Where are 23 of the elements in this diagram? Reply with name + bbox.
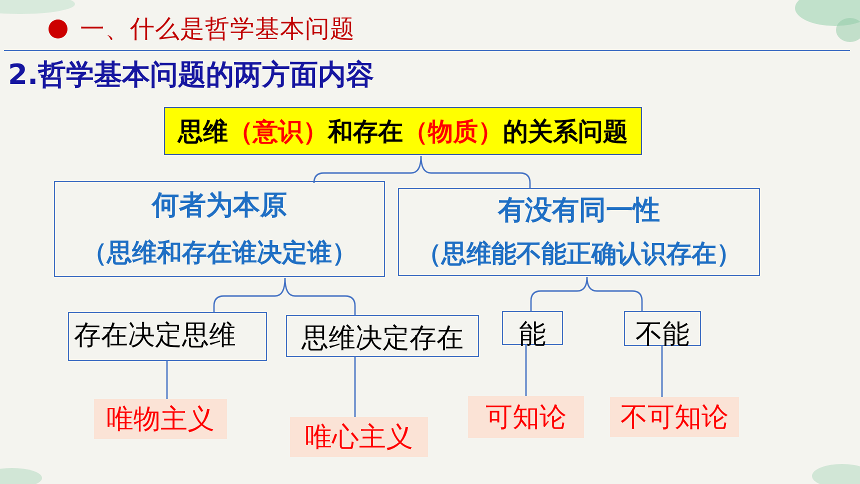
- highlight-box: 唯物主义: [94, 399, 227, 439]
- subheading-text: （思维能不能正确认识存在）: [416, 238, 742, 270]
- connector-line: [525, 345, 527, 396]
- curly-brace: [213, 277, 356, 315]
- option-box: 能: [502, 311, 563, 345]
- highlight-box: 不可知论: [610, 397, 739, 437]
- connector-line: [354, 357, 356, 417]
- subheading-text: （思维和存在谁决定谁）: [82, 236, 357, 268]
- heading-text: 何者为本原: [152, 190, 287, 222]
- curly-brace: [530, 276, 643, 311]
- question-box: 思维（意识）和存在（物质）的关系问题: [164, 107, 642, 155]
- section-heading: 一、什么是哲学基本问题: [80, 14, 355, 44]
- page-title: 2.哲学基本问题的两方面内容: [8, 58, 374, 92]
- connector-line: [166, 361, 168, 399]
- option-box: 存在决定思维: [68, 312, 267, 361]
- category-box: [54, 181, 385, 277]
- category-box: [398, 188, 760, 276]
- heading-text: 有没有同一性: [498, 194, 660, 226]
- option-box: 不能: [624, 311, 701, 346]
- highlight-box: 可知论: [468, 396, 584, 438]
- option-box: 思维决定存在: [286, 315, 479, 357]
- connector-line: [661, 346, 663, 397]
- highlight-box: 唯心主义: [290, 417, 428, 457]
